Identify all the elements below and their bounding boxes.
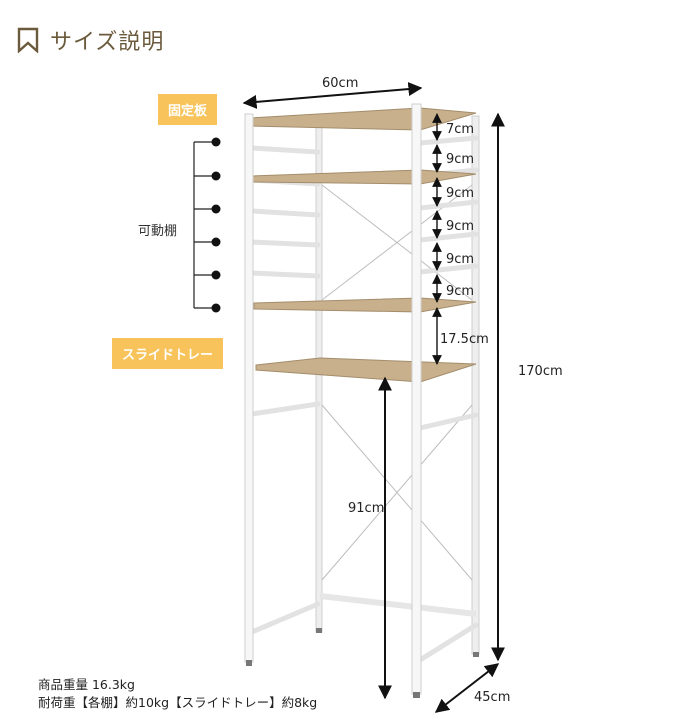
foot (246, 660, 252, 666)
movable-shelf-label: 可動棚 (138, 224, 178, 239)
foot (316, 628, 322, 633)
width-arrow (242, 82, 423, 109)
depth-dimension: 45cm (474, 690, 511, 705)
gap-dimension-3: 9cm (446, 219, 475, 234)
movable-shelf-2 (253, 297, 477, 313)
depth-arrow (434, 663, 500, 713)
fixed-shelf (249, 107, 477, 131)
gap-top-dimension: 7cm (446, 122, 475, 137)
base-bars (319, 593, 477, 617)
foot (473, 652, 479, 657)
dimension-arrows (242, 82, 505, 713)
gap-dimension-2: 9cm (446, 186, 475, 201)
side-rungs-left (249, 145, 321, 635)
bookmark-icon (16, 27, 40, 53)
width-dimension: 60cm (322, 76, 359, 91)
side-rungs-right (417, 135, 479, 663)
back-left-post (315, 121, 323, 633)
tray-height-dimension: 91cm (348, 501, 385, 516)
gap-dimension-1: 9cm (446, 152, 475, 167)
page-header: サイズ説明 (16, 24, 164, 56)
front-right-post (411, 103, 422, 695)
height-dimension: 170cm (518, 364, 563, 379)
page-title: サイズ説明 (50, 30, 165, 55)
gap-dimension-4: 9cm (446, 252, 475, 267)
gap-tray-dimension: 17.5cm (440, 332, 489, 347)
fixed-shelf-label: 固定板 (158, 94, 218, 125)
back-cross-brace (321, 184, 473, 581)
movable-shelf-bracket (193, 137, 221, 313)
load-capacity: 耐荷重【各棚】約10kg【スライドトレー】約8kg (38, 695, 318, 710)
slide-tray-label: スライドトレー (112, 338, 224, 369)
gap-dimension-5: 9cm (446, 284, 475, 299)
product-weight: 商品重量 16.3kg (38, 677, 135, 692)
movable-shelf-1 (251, 169, 477, 185)
foot (413, 692, 420, 698)
product-specs: 商品重量 16.3kg 耐荷重【各棚】約10kg【スライドトレー】約8kg (38, 676, 317, 712)
slide-tray (255, 357, 477, 383)
front-left-post (244, 113, 254, 663)
